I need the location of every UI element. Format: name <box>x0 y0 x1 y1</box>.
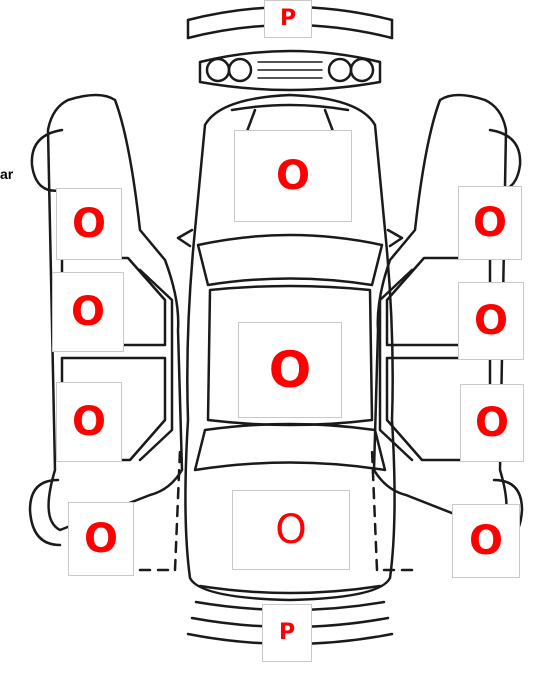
cropped-side-text: ar <box>0 166 14 182</box>
right-front-fender-label[interactable]: O <box>458 186 522 260</box>
car-body <box>176 93 404 602</box>
right-rear-door-label[interactable]: O <box>460 384 524 462</box>
front-grille <box>198 49 382 92</box>
roof-label[interactable]: O <box>238 322 342 418</box>
trunk-label[interactable]: O <box>232 490 350 570</box>
left-front-fender-label[interactable]: O <box>56 188 122 260</box>
left-front-door-label[interactable]: O <box>52 272 124 352</box>
right-front-door-label[interactable]: O <box>458 282 524 360</box>
hood-label[interactable]: O <box>234 130 352 222</box>
rear-bumper-label[interactable]: P <box>262 604 312 662</box>
right-rear-quarter-label[interactable]: O <box>452 504 520 578</box>
front-bumper-label[interactable]: P <box>264 0 312 38</box>
left-rear-door-label[interactable]: O <box>56 382 122 462</box>
left-rear-quarter-label[interactable]: O <box>68 502 134 576</box>
